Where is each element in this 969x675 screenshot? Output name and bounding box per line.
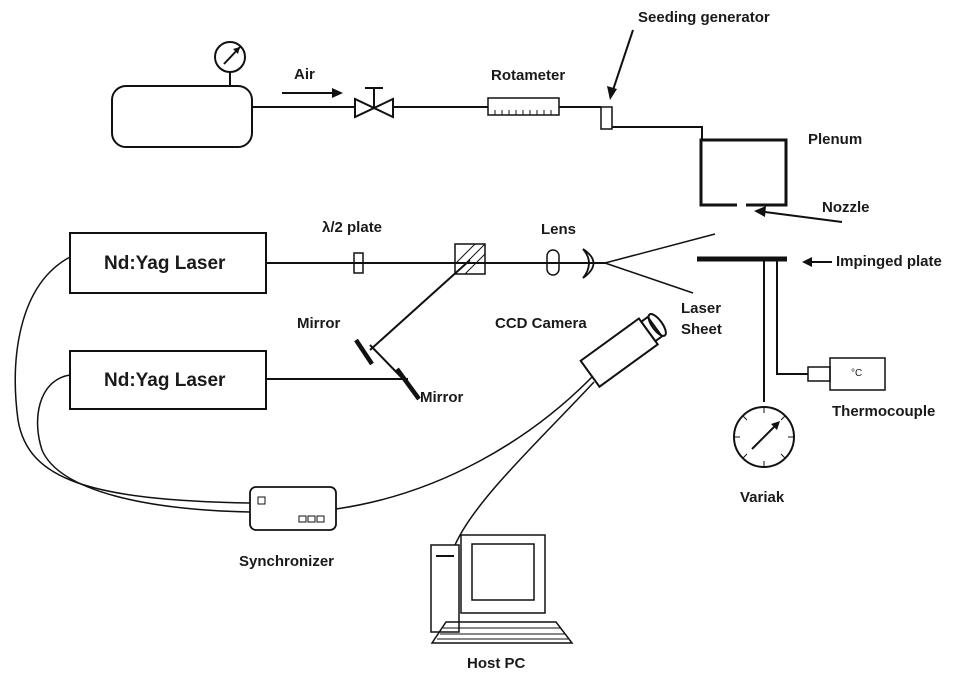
laser-sheet-label-1: Laser [681,300,721,317]
air-tank [111,72,253,148]
seeding-generator-label: Seeding generator [638,9,770,26]
thermocouple [776,261,886,391]
pressure-gauge-icon [214,41,246,73]
cable-sync-to-camera [335,376,593,510]
synchronizer [249,486,337,531]
impinged-plate-label: Impinged plate [836,253,942,270]
lens-label: Lens [541,221,576,238]
thermocouple-unit: °C [851,368,862,379]
laser-sheet [604,233,716,294]
mirror-path-diagonal [369,259,471,351]
air-flow-arrow [282,88,343,98]
seeding-generator-arrow [607,29,634,100]
mirror-1-label: Mirror [297,315,341,332]
synchronizer-label: Synchronizer [239,553,334,570]
half-wave-plate [353,252,364,274]
laser-2-label: Nd:Yag Laser [104,370,226,391]
cable-laser2-to-sync [36,374,251,513]
mirror-1 [354,338,374,366]
cylindrical-lens [582,248,595,279]
air-label: Air [294,66,315,83]
variak-dial-icon [733,406,795,468]
nozzle-label: Nozzle [822,199,870,216]
mirror-2-label: Mirror [420,389,464,406]
lens-element [546,249,560,276]
variak-label: Variak [740,489,785,506]
laser-sheet-label-2: Sheet [681,321,722,338]
host-pc-icon [430,534,574,644]
seeding-generator [600,106,703,140]
mirror-2 [395,367,421,401]
half-wave-plate-label: λ/2 plate [322,219,382,236]
rotameter [487,97,560,116]
plenum [699,138,788,207]
ccd-camera-icon [579,313,667,389]
plenum-label: Plenum [808,131,862,148]
rotameter-label: Rotameter [491,67,565,84]
host-pc-label: Host PC [467,655,526,672]
impinged-plate-arrow [802,257,832,267]
thermocouple-label: Thermocouple [832,403,935,420]
mirror-path-vertical [369,344,405,381]
cable-camera-to-pc [454,381,595,546]
ccd-camera-label: CCD Camera [495,315,587,332]
laser-1-label: Nd:Yag Laser [104,253,226,274]
valve-icon [354,87,394,119]
cable-laser1-to-sync [14,256,251,504]
nozzle-arrow [754,206,843,223]
